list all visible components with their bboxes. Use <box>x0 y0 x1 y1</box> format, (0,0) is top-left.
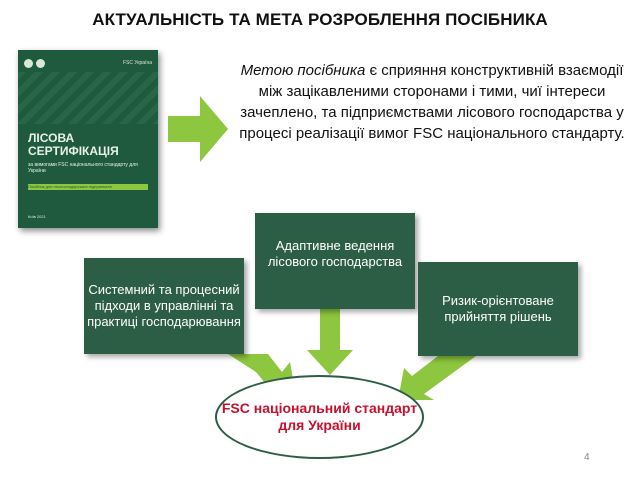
box-adaptive-management: Адаптивне ведення лісового господарства <box>255 213 415 309</box>
book-subtitle: за вимогами FSC національного стандарту … <box>28 162 138 174</box>
book-title: ЛІСОВА СЕРТИФІКАЦІЯ <box>28 132 119 158</box>
book-footer: Київ 2021 <box>28 214 46 219</box>
center-ellipse-label: FSC національний стандарт для України <box>221 400 418 433</box>
fsc-logo-icon <box>36 58 45 68</box>
book-title-line1: ЛІСОВА <box>28 131 75 145</box>
box-systemic-approach-label: Системний та процесний підходи в управлі… <box>87 282 241 329</box>
arrow-right-to-center-icon <box>398 356 476 400</box>
slide-title: АКТУАЛЬНІСТЬ ТА МЕТА РОЗРОБЛЕННЯ ПОСІБНИ… <box>92 10 548 29</box>
book-cover-image: FSC Україна ЛІСОВА СЕРТИФІКАЦІЯ за вимог… <box>18 50 158 228</box>
arrow-top-to-center-icon <box>307 308 353 375</box>
box-adaptive-management-label: Адаптивне ведення лісового господарства <box>267 238 403 269</box>
center-ellipse: FSC національний стандарт для України <box>215 375 424 459</box>
book-topbar: FSC Україна <box>24 56 152 70</box>
right-arrow-icon <box>168 96 228 162</box>
box-systemic-approach: Системний та процесний підходи в управлі… <box>84 258 244 354</box>
purpose-body: є сприяння конструктивній взаємодії між … <box>239 62 625 142</box>
book-band: Посібник для лісогосподарських підприємс… <box>28 184 148 190</box>
box-risk-based-decisions-label: Ризик-орієнтоване прийняття рішень <box>442 293 554 324</box>
book-title-line2: СЕРТИФІКАЦІЯ <box>28 144 119 158</box>
tree-logo-icon <box>24 58 33 68</box>
book-brand: FSC Україна <box>122 60 152 66</box>
box-risk-based-decisions: Ризик-орієнтоване прийняття рішень <box>418 262 578 356</box>
page-number: 4 <box>584 452 590 463</box>
purpose-text: Метою посібника є сприяння конструктивні… <box>232 60 632 144</box>
book-pattern <box>18 72 158 124</box>
purpose-lead: Метою посібника <box>240 62 366 79</box>
